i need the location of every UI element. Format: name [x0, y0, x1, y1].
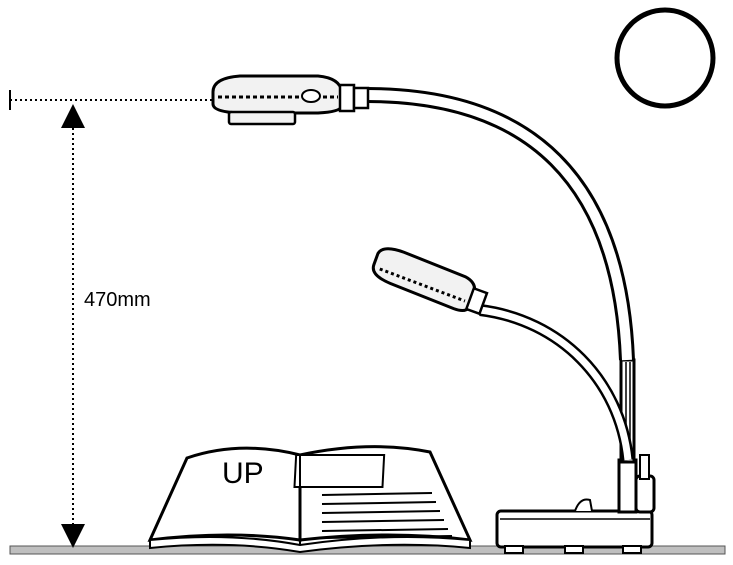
camera-head-lowered: [371, 247, 489, 316]
height-label: 470mm: [84, 289, 151, 311]
arrow-down-icon: [61, 524, 85, 548]
circle-marker-icon: [614, 7, 716, 109]
camera-base: [495, 498, 654, 554]
gooseneck-raised: [366, 87, 635, 361]
open-book: UP: [147, 445, 473, 554]
camera-head-raised: [211, 74, 370, 126]
book-up-label: UP: [222, 457, 264, 490]
arrow-up-icon: [61, 104, 85, 128]
